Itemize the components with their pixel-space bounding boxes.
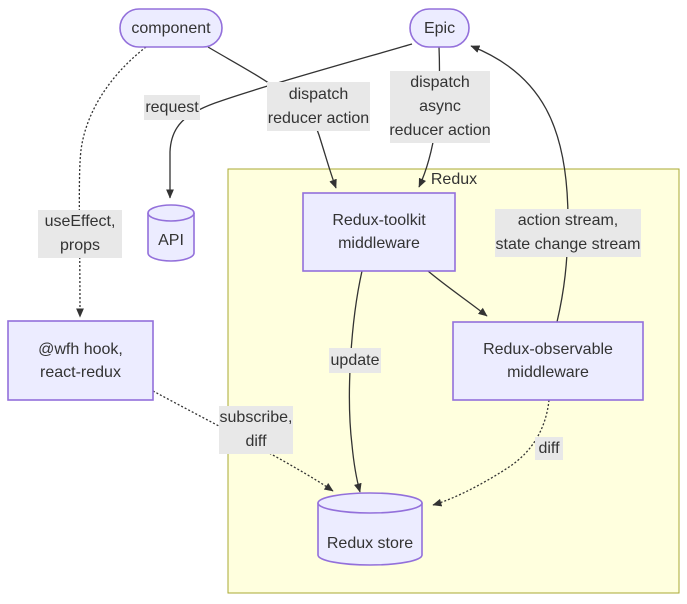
edge-label-line: action stream, [517,212,619,229]
edge-redux-observable-to-epic [470,45,569,323]
edge-label-subscribe-diff: subscribe, diff [219,406,293,454]
node-redux-observable: Redux-observable middleware [453,322,643,400]
node-label-line: Epic [423,19,456,37]
node-redux-toolkit-shape [302,192,456,272]
node-label-line: @wfh hook, [38,340,123,358]
edge-label-action-stream: action stream, state change stream [495,209,641,257]
edge-label-line: update [330,351,380,369]
edge-label-line: diff [245,433,267,450]
node-label-line: middleware [338,235,420,252]
node-component-shape [119,8,223,48]
node-api: API [148,218,194,262]
edge-label-use-effect-props: useEffect, props [38,210,122,258]
edge-redux-toolkit-to-redux-store [348,270,363,493]
edge-label-dispatch-async-reducer-action: dispatch async reducer action [389,71,491,143]
node-wfh-hook-shape [7,320,154,401]
node-label-line: middleware [507,364,589,381]
edge-label-line: useEffect, [44,213,116,230]
node-redux-store: Redux store [318,522,422,564]
edge-label-line: dispatch [410,74,470,91]
edge-label-line: async [419,98,461,115]
node-label-line: component [131,19,211,37]
edge-label-diff: diff [535,437,563,460]
edge-label-line: reducer action [389,122,491,139]
edge-label-line: props [59,237,101,254]
edge-redux-toolkit-to-redux-observable [427,270,488,317]
node-label-line: Redux-toolkit [332,212,426,229]
node-wfh-hook: @wfh hook, react-redux [8,321,153,400]
edge-label-line: request [145,98,199,116]
node-label-line: Redux-observable [483,341,613,358]
edge-component-to-wfh-hook [76,46,147,318]
node-epic-shape [409,8,470,48]
edge-label-line: subscribe, [219,409,293,426]
edge-label-request: request [144,95,200,120]
node-api-shape [147,213,195,262]
edge-label-update: update [329,348,381,373]
node-label-line: react-redux [40,363,121,381]
node-redux-observable-shape [452,321,644,401]
edge-redux-observable-to-redux-store [432,399,550,507]
edge-label-line: reducer action [267,109,370,127]
redux-subgraph-title: Redux [430,171,478,188]
node-label-line: Redux store [326,534,414,552]
node-api-top-ellipse [147,204,195,222]
edge-label-line: diff [538,439,560,457]
edge-label-line: dispatch [288,85,349,103]
node-label-line: API [158,231,184,249]
node-redux-store-top-ellipse [317,492,423,514]
node-epic: Epic [410,9,469,47]
edge-epic-to-api [166,43,413,199]
node-redux-toolkit: Redux-toolkit middleware [303,193,455,271]
edge-label-line: state change stream [495,236,641,253]
node-redux-store-shape [317,503,423,566]
edge-label-dispatch-reducer-action: dispatch reducer action [267,82,370,131]
node-component: component [120,9,222,47]
